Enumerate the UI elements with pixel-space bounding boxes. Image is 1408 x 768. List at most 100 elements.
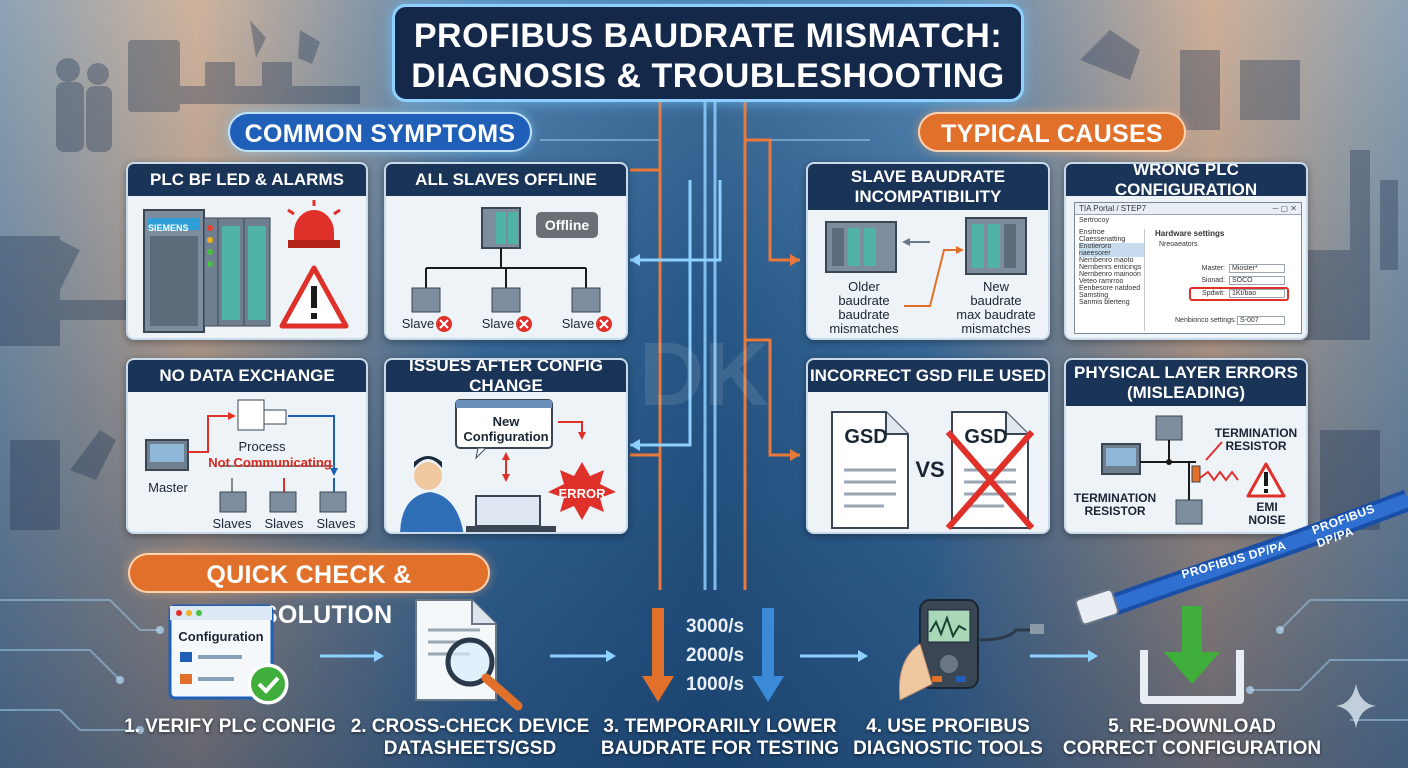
- rate-3000: 3000/s: [686, 616, 745, 637]
- title-line-2: DIAGNOSIS & TROUBLESHOOTING: [411, 57, 1005, 95]
- tia-tree: Ensitroe Claessenatting Enotieroro naees…: [1079, 229, 1145, 331]
- slaves-label-2: Slaves: [264, 516, 304, 531]
- tree-item: Eenbesore natdoed: [1079, 285, 1141, 292]
- older-baud-4: mismatches: [829, 321, 899, 336]
- card-slave-baudrate: SLAVE BAUDRATE INCOMPATIBILITY Older bau…: [806, 162, 1050, 340]
- window-controls-icon: ─ ▢ ✕: [1272, 204, 1297, 213]
- card-title: ALL SLAVES OFFLINE: [386, 164, 626, 196]
- step-3-line2: BAUDRATE FOR TESTING: [600, 738, 840, 759]
- config-error-illustration: [400, 399, 616, 532]
- siemens-brand: SIEMENS: [148, 223, 189, 233]
- footer-label: Nenbionco settings:: [1175, 317, 1237, 324]
- card-title-line2: (MISLEADING): [1126, 383, 1246, 402]
- no-data-diagram: [145, 399, 347, 513]
- step-4-line1: 4. USE PROFIBUS: [866, 716, 1030, 737]
- step-4-caption: 4. USE PROFIBUS DIAGNOSTIC TOOLS: [848, 716, 1048, 760]
- card-issues-after-config: ISSUES AFTER CONFIG CHANGE New Configura…: [384, 358, 628, 534]
- card-title-line1: SLAVE BAUDRATE: [850, 167, 1006, 186]
- tree-item: Ensitroe: [1079, 229, 1105, 236]
- step-1-line1: 1. VERIFY PLC CONFIG: [124, 716, 336, 737]
- rate-2000: 2000/s: [686, 645, 745, 666]
- card-title: ISSUES AFTER CONFIG CHANGE: [386, 360, 626, 395]
- step-2-caption: 2. CROSS-CHECK DEVICE DATASHEETS/GSD: [350, 716, 590, 760]
- step-5-line1: 5. RE-DOWNLOAD: [1108, 716, 1276, 737]
- step-1-caption: 1. VERIFY PLC CONFIG: [120, 716, 340, 738]
- datasheet-magnifier-icon: [415, 599, 523, 711]
- card-all-slaves-offline: ALL SLAVES OFFLINE Offline Slave Slave S…: [384, 162, 628, 340]
- baudrate-compat-diagram: [825, 217, 1027, 307]
- slave-label-2: Slave: [481, 316, 515, 331]
- tree-item: Claessenatting: [1079, 236, 1126, 243]
- rate-1000: 1000/s: [686, 674, 745, 695]
- tia-portal-window: TIA Portal / STEP7 ─ ▢ ✕ Sertrocoy Ensit…: [1074, 202, 1302, 334]
- step-2-line1: 2. CROSS-CHECK DEVICE: [350, 716, 590, 737]
- slaves-label-1: Slaves: [212, 516, 252, 531]
- hardware-settings-heading: Hardware settings: [1155, 229, 1225, 238]
- offline-badge: Offline: [544, 217, 590, 233]
- section-common-symptoms: COMMON SYMPTOMS: [228, 112, 532, 152]
- new-baud-4: mismatches: [961, 321, 1031, 336]
- step-3-caption: 3. TEMPORARILY LOWER BAUDRATE FOR TESTIN…: [600, 716, 840, 760]
- master-field: Mioster*: [1229, 264, 1285, 273]
- card-title: SLAVE BAUDRATE INCOMPATIBILITY: [808, 164, 1048, 210]
- card-title-line1: PHYSICAL LAYER ERRORS: [1074, 363, 1298, 382]
- card-title: PLC BF LED & ALARMS: [128, 164, 366, 196]
- card-title: WRONG PLC CONFIGURATION: [1066, 164, 1306, 199]
- card-title-line2: INCOMPATIBILITY: [854, 187, 1002, 206]
- sionad-field: SOCO: [1229, 276, 1285, 285]
- tree-item: Samsting: [1079, 292, 1109, 299]
- slave-label-1: Slave: [401, 316, 435, 331]
- card-incorrect-gsd: INCORRECT GSD FILE USED GSD VS GSD: [806, 358, 1050, 534]
- process-label: Process: [238, 439, 286, 454]
- master-label: Master: [148, 480, 188, 495]
- configuration-icon-label: Configuration: [178, 629, 264, 644]
- new-baud-2: baudrate: [970, 293, 1022, 308]
- field-label: Spdwit:: [1202, 290, 1225, 297]
- hardware-sub-label: Nreoaeators: [1159, 241, 1198, 248]
- title-line-1: PROFIBUS BAUDRATE MISMATCH:: [413, 17, 1003, 55]
- step-3-line1: 3. TEMPORARILY LOWER: [603, 716, 837, 737]
- section-quick-check: QUICK CHECK & RESOLUTION: [128, 553, 490, 629]
- new-config-bubble-line1: New: [492, 414, 520, 429]
- svg-text:DK: DK: [639, 325, 769, 425]
- step-5-line2: CORRECT CONFIGURATION: [1062, 738, 1322, 759]
- configuration-window-icon: [168, 604, 289, 705]
- not-communicating-label: Not Communicating: [208, 455, 332, 470]
- gsd-comparison: [831, 411, 1035, 530]
- card-title: PHYSICAL LAYER ERRORS (MISLEADING): [1066, 360, 1306, 406]
- older-baud-3: baudrate: [838, 307, 890, 322]
- new-baud-3: max baudrate: [956, 307, 1036, 322]
- card-title: INCORRECT GSD FILE USED: [808, 360, 1048, 392]
- older-baud-2: baudrate: [838, 293, 890, 308]
- card-no-data-exchange: NO DATA EXCHANGE Process Not Communicati…: [126, 358, 368, 534]
- lower-baudrate-arrows-icon: [642, 608, 784, 702]
- gsd-right-label: GSD: [964, 426, 1008, 448]
- card-plc-bf-led: PLC BF LED & ALARMS SIEMENS: [126, 162, 368, 340]
- tree-item: Nernbenro maoto: [1079, 257, 1134, 264]
- field-label: Sionad:: [1201, 277, 1225, 284]
- termination-top-1: TERMINATION: [1214, 426, 1298, 440]
- tree-item: Sanmis blerteng: [1079, 299, 1130, 306]
- tree-item: Enotieroro naeesorer: [1079, 243, 1144, 257]
- tia-tab: Sertrocoy: [1079, 217, 1109, 224]
- tia-window-title: TIA Portal / STEP7: [1075, 203, 1301, 215]
- slaves-label-3: Slaves: [316, 516, 356, 531]
- step-4-line2: DIAGNOSTIC TOOLS: [853, 738, 1043, 759]
- new-config-bubble-line2: Configuration: [463, 429, 549, 444]
- tree-item: Nernbenro mainoon: [1079, 271, 1141, 278]
- footer-field: S-007: [1237, 316, 1285, 325]
- step-2-line2: DATASHEETS/GSD: [383, 738, 557, 759]
- slave-label-3: Slave: [561, 316, 595, 331]
- diagnostic-tool-icon: [898, 599, 1044, 701]
- older-baud-1: Older: [848, 279, 880, 294]
- download-icon: [1140, 606, 1244, 704]
- speed-field: 1Kt/bao: [1229, 289, 1285, 298]
- gsd-left-label: GSD: [844, 426, 888, 448]
- vs-label: VS: [915, 457, 945, 482]
- tree-item: Nernbenrs enticings: [1079, 264, 1142, 271]
- new-baud-1: New: [982, 279, 1009, 294]
- card-title: NO DATA EXCHANGE: [128, 360, 366, 392]
- network-offline-diagram: [411, 207, 612, 332]
- error-burst-label: ERROR: [558, 486, 606, 501]
